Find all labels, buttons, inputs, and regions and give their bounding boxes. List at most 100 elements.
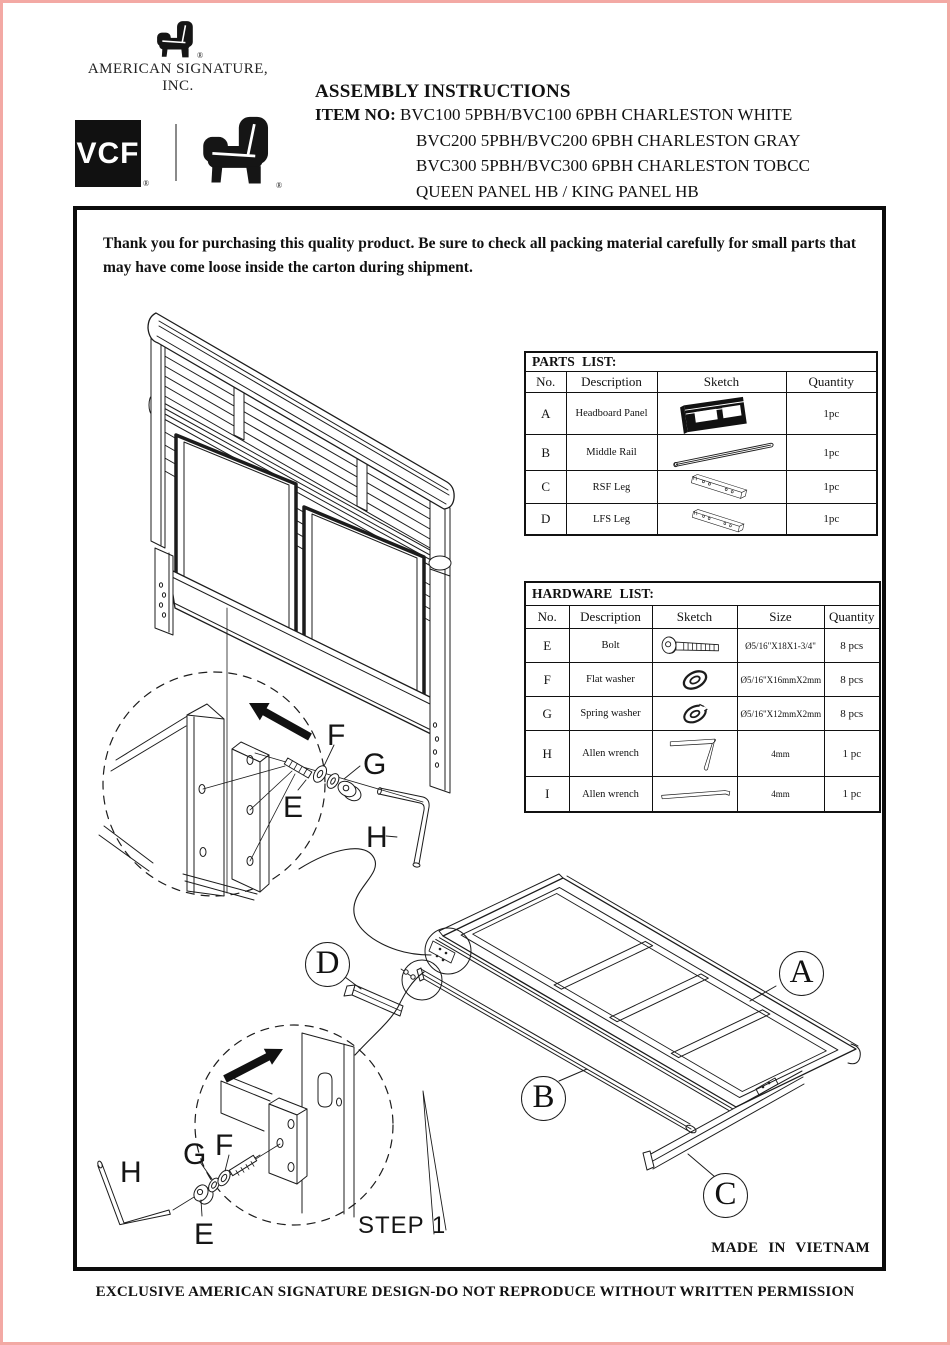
parts-list-title: PARTS LIST: [524,351,878,372]
vcf-logo: VCF [75,120,141,187]
hw-description: Flat washer [568,662,653,697]
callout-f-circle2: F [215,1129,234,1162]
rsf-leg-sketch [656,470,787,504]
hardware-row-g: G Spring washer Ø5/16"X12mmX2mm 8 pcs [524,696,881,731]
registered-mark: ® [143,179,150,188]
lfs-leg-sketch [656,503,787,536]
hardware-header-row: No. Description Sketch Size Quantity [524,605,881,629]
hw-size: Ø5/16"X16mmX2mm [736,662,825,697]
part-quantity: 1pc [785,434,878,471]
middle-rail-sketch [656,434,787,471]
part-no: B [524,434,567,471]
hardware-row-e: E Bolt Ø5/16"X18X1-3/4" 8 pcs [524,628,881,663]
col-description: Description [565,371,658,393]
hw-size: 4mm [736,730,825,777]
callout-e-circle2: E [194,1218,215,1251]
hw-quantity: 8 pcs [823,628,881,663]
hw-description: Spring washer [568,696,653,731]
hw-quantity: 1 pc [823,730,881,777]
armchair-icon-large [203,116,269,184]
registered-mark: ® [276,181,283,190]
item-no-line-2: BVC200 5PBH/BVC200 6PBH CHARLESTON GRAY [416,131,801,150]
parts-row-c: C RSF Leg 1pc [524,470,878,504]
headboard-panel-flat-drawing [343,873,861,1178]
item-no-value-1: BVC100 5PBH/BVC100 6PBH CHARLESTON WHITE [400,105,793,124]
callout-f-circle1: F [327,719,346,752]
instruction-panel: Thank you for purchasing this quality pr… [73,206,886,1271]
parts-row-d: D LFS Leg 1pc [524,503,878,536]
col-no: No. [524,371,567,393]
hw-quantity: 1 pc [823,776,881,813]
item-no-label: ITEM NO: [315,105,396,124]
part-description: RSF Leg [565,470,658,504]
col-quantity: Quantity [823,605,881,629]
brand-name: AMERICAN SIGNATURE, INC. [87,61,269,94]
headboard-panel-sketch [656,392,787,435]
part-no: D [524,503,567,536]
hw-description: Allen wrench [568,730,653,777]
hardware-list-table: HARDWARE LIST: No. Description Sketch Si… [524,581,882,813]
detail-circle-2 [97,1024,394,1226]
col-quantity: Quantity [785,371,878,393]
vcf-logo-text: VCF [76,136,140,170]
col-sketch: Sketch [656,371,787,393]
part-description: Middle Rail [565,434,658,471]
parts-row-b: B Middle Rail 1pc [524,434,878,471]
part-no: C [524,470,567,504]
part-no: A [524,392,567,435]
bolt-sketch [651,628,738,663]
hw-quantity: 8 pcs [823,696,881,731]
callout-e-circle1: E [283,791,304,824]
item-no-line-4: QUEEN PANEL HB / KING PANEL HB [416,182,699,201]
callout-part-b: B [521,1076,566,1121]
hw-size: 4mm [736,776,825,813]
part-description: Headboard Panel [565,392,658,435]
registered-mark: ® [197,51,204,60]
arrow-up-left-icon [249,703,312,741]
allen-wrench-l-sketch [651,730,738,777]
part-quantity: 1pc [785,503,878,536]
hw-quantity: 8 pcs [823,662,881,697]
parts-header-row: No. Description Sketch Quantity [524,371,878,393]
hw-size: Ø5/16"X18X1-3/4" [736,628,825,663]
hw-description: Allen wrench [568,776,653,813]
detail-circle-1 [98,671,430,901]
spring-washer-sketch [651,696,738,731]
col-size: Size [736,605,825,629]
hardware-row-i: I Allen wrench 4mm 1 pc [524,776,881,813]
col-no: No. [524,605,570,629]
part-description: LFS Leg [565,503,658,536]
parts-list-table: PARTS LIST: No. Description Sketch Quant… [524,351,879,536]
callout-h-circle2: H [120,1156,142,1189]
callout-part-c: C [703,1173,748,1218]
col-description: Description [568,605,653,629]
callout-part-d: D [305,942,350,987]
callout-g-circle1: G [363,748,387,781]
page-title: ASSEMBLY INSTRUCTIONS [315,81,571,102]
part-quantity: 1pc [785,392,878,435]
item-no-line-3: BVC300 5PBH/BVC300 6PBH CHARLESTON TOBCC [416,156,810,175]
arrow-up-right-icon [223,1048,283,1083]
packing-notice: Thank you for purchasing this quality pr… [103,235,857,277]
allen-wrench-straight-sketch [651,776,738,813]
hw-description: Bolt [568,628,653,663]
hw-size: Ø5/16"X12mmX2mm [736,696,825,731]
armchair-icon-small [157,21,193,58]
part-quantity: 1pc [785,470,878,504]
logo-divider [175,124,177,181]
hardware-list-title: HARDWARE LIST: [524,581,881,606]
hardware-row-h: H Allen wrench 4mm 1 pc [524,730,881,777]
hw-no: H [524,730,570,777]
hw-no: F [524,662,570,697]
step-label: STEP 1 [358,1212,447,1239]
leader-squiggles [298,848,447,1235]
hardware-row-f: F Flat washer Ø5/16"X16mmX2mm 8 pcs [524,662,881,697]
parts-row-a: A Headboard Panel 1pc [524,392,878,435]
hw-no: I [524,776,570,813]
made-in-label: MADE IN VIETNAM [711,1240,870,1256]
callout-h-circle1: H [366,821,388,854]
callout-part-a: A [779,951,824,996]
hw-no: G [524,696,570,731]
footer-copyright-note: EXCLUSIVE AMERICAN SIGNATURE DESIGN-DO N… [95,1284,855,1300]
